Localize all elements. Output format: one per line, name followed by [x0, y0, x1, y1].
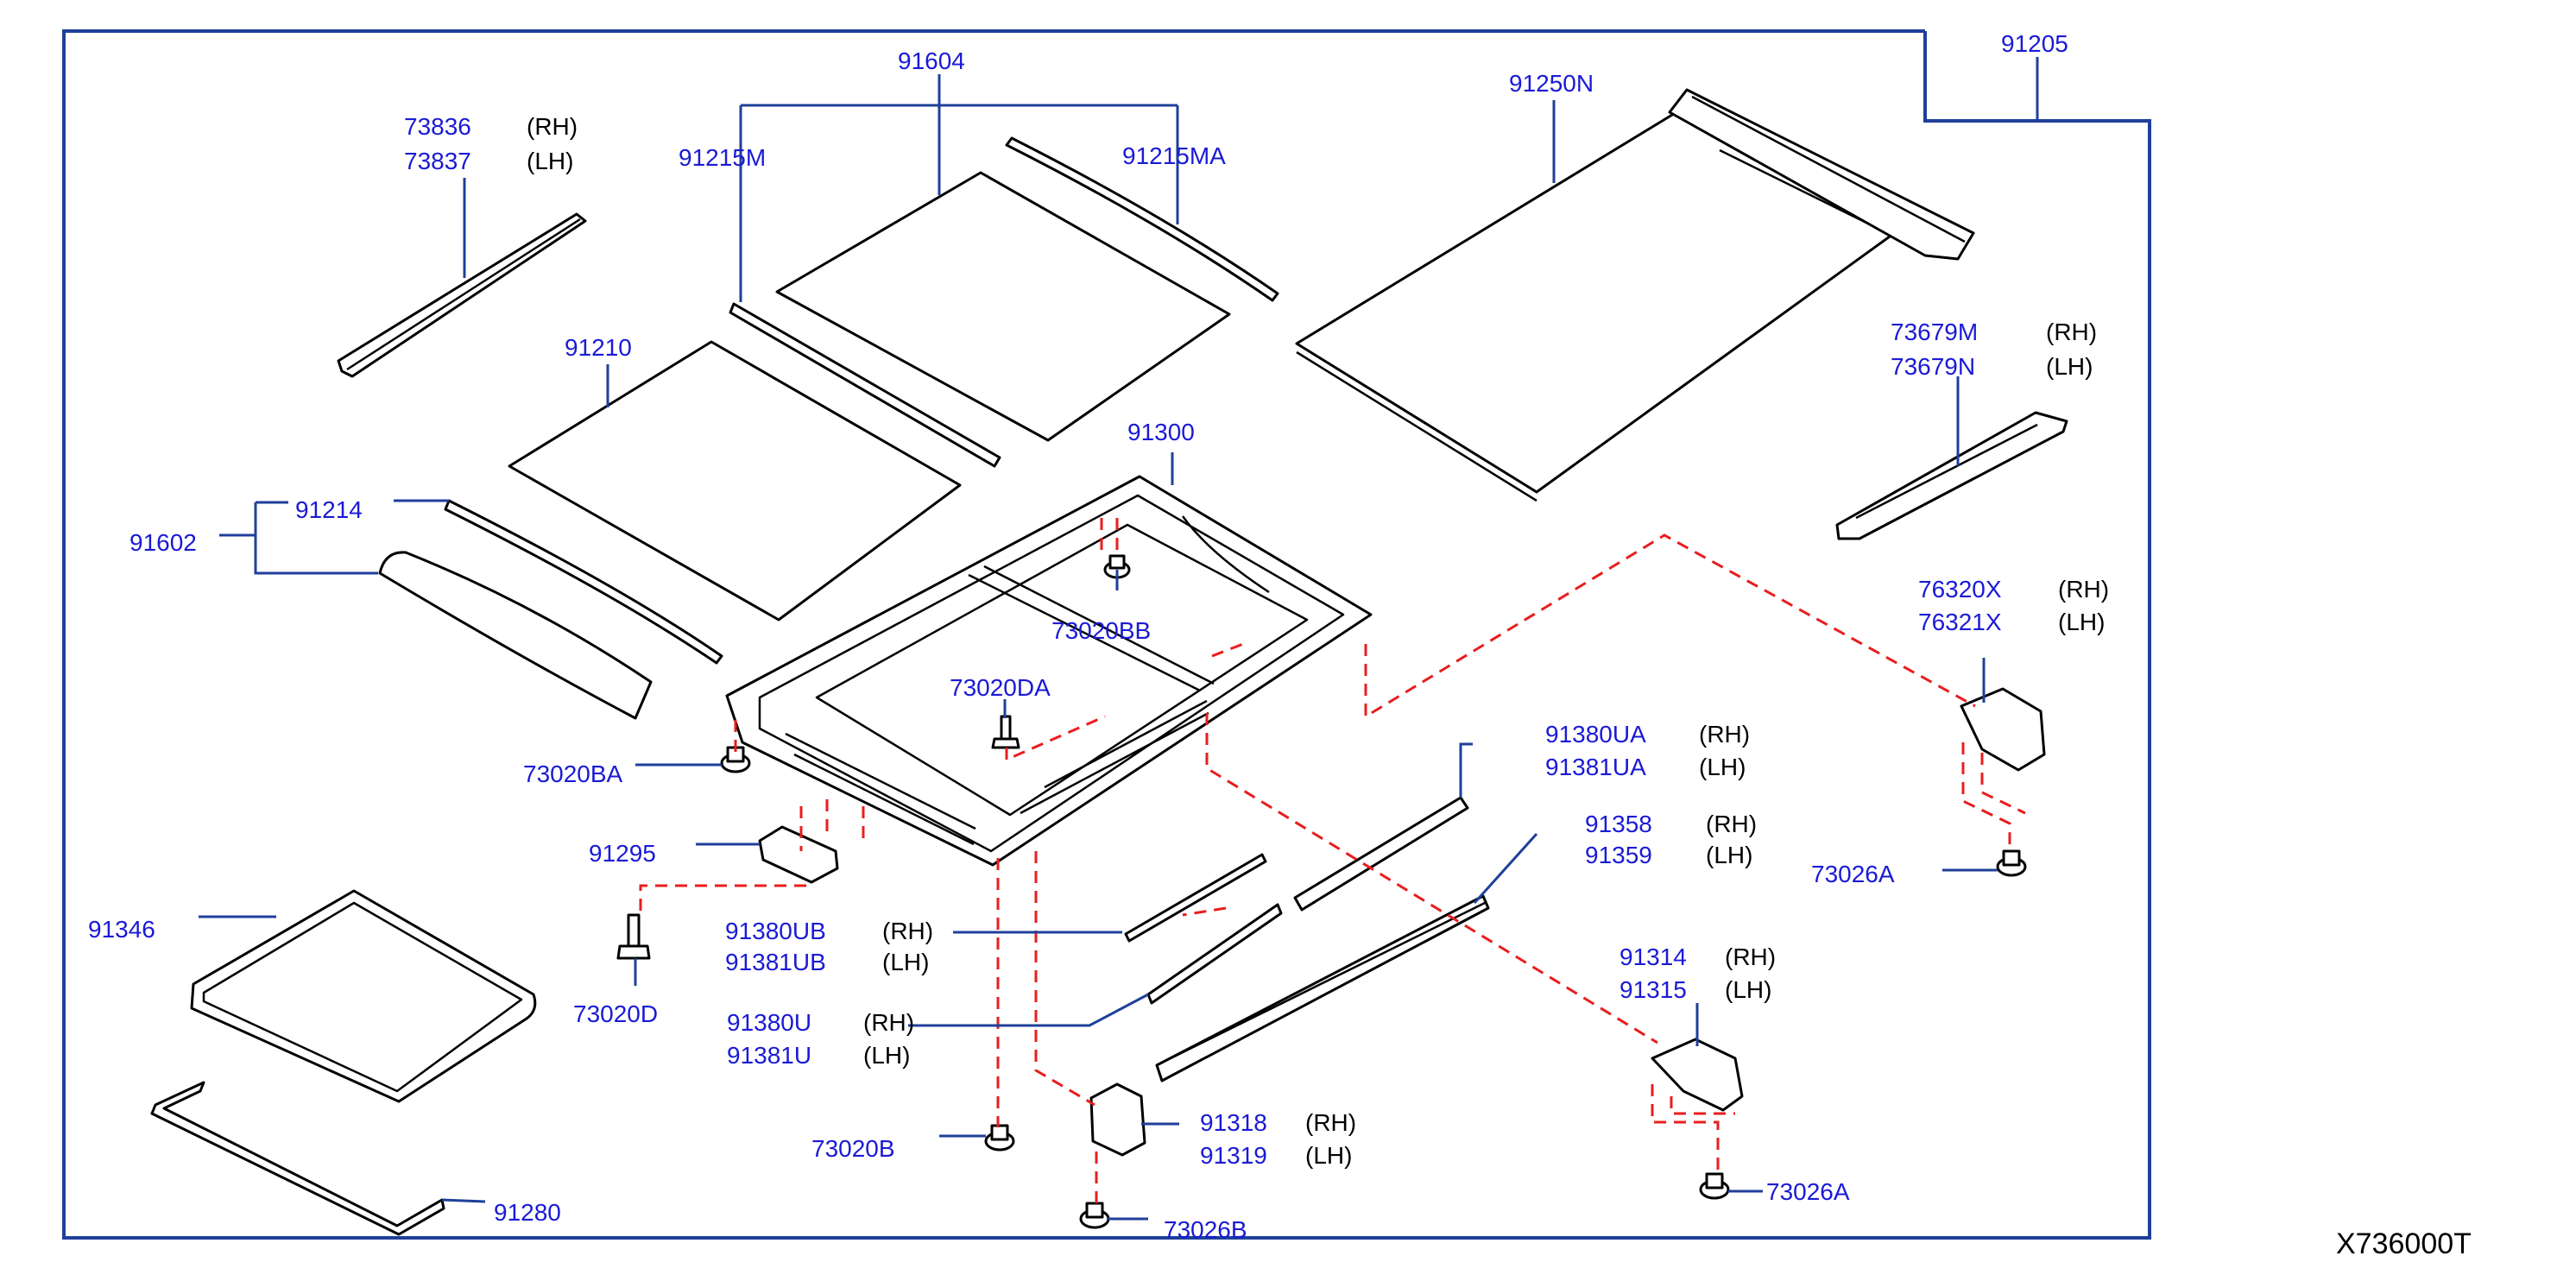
glass-panel-91210 — [508, 340, 962, 622]
nut-73026A-bottom — [1699, 1172, 1730, 1200]
bracket-91318 — [1089, 1082, 1146, 1157]
side-73679N: (LH) — [2046, 353, 2093, 380]
rail-91358 — [1155, 894, 1490, 1082]
label-73020BA: 73020BA — [523, 760, 623, 787]
label-91381UB: 91381UB — [725, 949, 826, 975]
wind-deflector-91602 — [378, 551, 653, 720]
label-91318: 91318 — [1200, 1109, 1267, 1136]
label-91295: 91295 — [589, 840, 656, 867]
side-91380UA: (RH) — [1699, 721, 1750, 748]
frame-border — [62, 29, 2151, 1240]
side-91380U: (RH) — [863, 1009, 914, 1036]
label-91380UB: 91380UB — [725, 918, 826, 944]
label-91319: 91319 — [1200, 1142, 1267, 1169]
side-91380UB: (RH) — [882, 918, 933, 944]
side-73837: (LH) — [527, 148, 573, 174]
label-76320X: 76320X — [1918, 576, 2002, 603]
weatherstrip-91215MA — [1005, 136, 1279, 302]
label-91300: 91300 — [1127, 419, 1195, 445]
rail-91380UB — [1124, 853, 1267, 943]
label-91215M: 91215M — [679, 144, 766, 171]
bracket-76320X — [1960, 687, 2046, 772]
label-73020D: 73020D — [573, 1000, 658, 1027]
side-91319: (LH) — [1305, 1142, 1352, 1169]
rail-73679M — [1835, 411, 2068, 540]
label-76321X: 76321X — [1918, 609, 2002, 635]
label-91359: 91359 — [1585, 842, 1652, 868]
nut-73026A-right — [1996, 849, 2027, 877]
bolt-73020D — [616, 913, 651, 960]
bracket-91295 — [758, 825, 839, 884]
part-labels: 91205 91604 91250N 73836 (RH) 73837 (LH)… — [88, 30, 2109, 1243]
side-76320X: (RH) — [2058, 576, 2109, 603]
label-91380U: 91380U — [727, 1009, 811, 1036]
leader-lines — [199, 57, 2039, 1221]
label-73836: 73836 — [404, 113, 471, 140]
label-73679M: 73679M — [1891, 319, 1978, 345]
drain-seal-91346 — [190, 889, 537, 1103]
label-91602: 91602 — [129, 529, 197, 556]
label-91214: 91214 — [295, 496, 363, 523]
nut-73020B — [984, 1124, 1015, 1152]
label-73679N: 73679N — [1891, 353, 1975, 380]
label-73837: 73837 — [404, 148, 471, 174]
label-91280: 91280 — [494, 1199, 561, 1226]
label-73026A-bottom: 73026A — [1766, 1178, 1850, 1205]
side-91381UA: (LH) — [1699, 754, 1746, 780]
side-76321X: (LH) — [2058, 609, 2105, 635]
label-91215MA: 91215MA — [1122, 142, 1226, 169]
side-91381UB: (LH) — [882, 949, 929, 975]
side-91358: (RH) — [1706, 811, 1757, 837]
label-73020B: 73020B — [811, 1135, 895, 1162]
label-91380UA: 91380UA — [1545, 721, 1646, 748]
label-91381UA: 91381UA — [1545, 754, 1646, 780]
label-91346: 91346 — [88, 916, 155, 943]
label-91381U: 91381U — [727, 1042, 811, 1069]
assembly-dashed-lines — [639, 518, 2026, 1205]
side-91359: (LH) — [1706, 842, 1752, 868]
weatherstrip-91215M — [729, 302, 1001, 468]
side-73679M: (RH) — [2046, 319, 2097, 345]
label-73026A-right: 73026A — [1811, 861, 1895, 887]
rail-91380UA — [1293, 796, 1469, 912]
label-91314: 91314 — [1619, 943, 1687, 970]
diagram-code: X736000T — [2336, 1227, 2472, 1260]
label-91358: 91358 — [1585, 811, 1652, 837]
sunshade-roller — [1668, 88, 1975, 261]
label-73020DA: 73020DA — [950, 674, 1051, 701]
label-91315: 91315 — [1619, 976, 1687, 1003]
label-73020BB: 73020BB — [1051, 617, 1151, 644]
sunroof-frame-91300 — [725, 475, 1373, 867]
seal-91280 — [150, 1081, 445, 1236]
weatherstrip-91214 — [444, 499, 723, 665]
side-91318: (RH) — [1305, 1109, 1356, 1136]
label-91210: 91210 — [565, 334, 632, 361]
side-91314: (RH) — [1725, 943, 1776, 970]
label-73026B: 73026B — [1164, 1216, 1247, 1243]
side-73836: (RH) — [527, 113, 578, 140]
bracket-91314 — [1651, 1038, 1744, 1112]
glass-panel-91604 — [775, 171, 1231, 442]
label-91205: 91205 — [2001, 30, 2068, 57]
side-91381U: (LH) — [863, 1042, 910, 1069]
label-91604: 91604 — [898, 47, 965, 74]
nut-73026B — [1079, 1202, 1110, 1229]
label-91250N: 91250N — [1509, 70, 1594, 97]
side-91315: (LH) — [1725, 976, 1771, 1003]
rail-91380U — [1146, 903, 1283, 1005]
